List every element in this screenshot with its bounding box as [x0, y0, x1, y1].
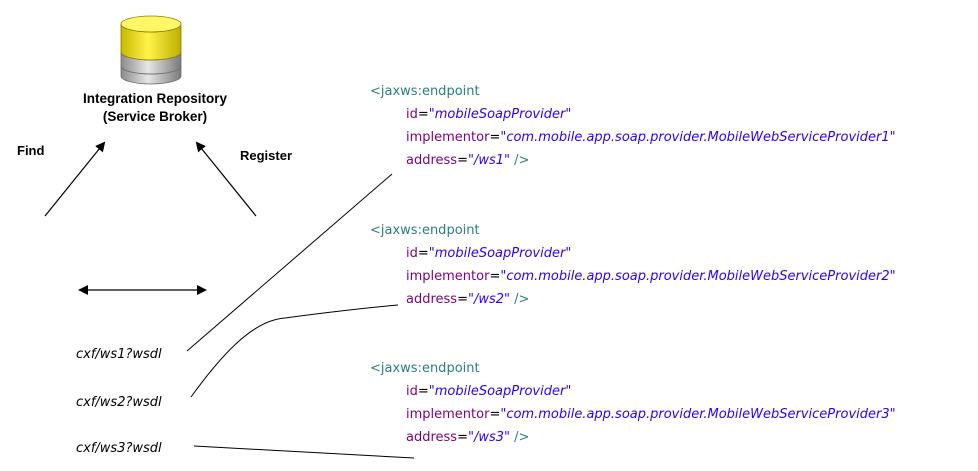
connector-ws3 [193, 445, 415, 459]
endpoint-block-2: <jaxws:endpoint id="mobileSoapProvider" … [370, 223, 896, 307]
find-arrow [44, 141, 106, 217]
endpoint-close-tag: /> [514, 430, 530, 445]
repository-title-line2: (Service Broker) [102, 109, 208, 124]
endpoint-implementor-value: "com.mobile.app.soap.provider.MobileWebS… [500, 269, 896, 284]
repository-title-line1: Integration Repository [82, 91, 227, 106]
endpoint-implementor-attr: implementor [406, 407, 490, 422]
endpoint-block-3: <jaxws:endpoint id="mobileSoapProvider" … [370, 361, 896, 445]
find-label: Find [17, 143, 45, 158]
endpoint-tag: <jaxws:endpoint [370, 84, 480, 99]
endpoint-implementor-value: "com.mobile.app.soap.provider.MobileWebS… [500, 130, 896, 145]
endpoint-address-value: "/ws3" [467, 430, 510, 445]
wsdl-link-ws1[interactable]: cxf/ws1?wsdl [76, 347, 162, 362]
connector-ws2 [190, 304, 399, 398]
wsdl-link-ws2[interactable]: cxf/ws2?wsdl [76, 395, 162, 410]
endpoint-implementor-value: "com.mobile.app.soap.provider.MobileWebS… [500, 407, 896, 422]
endpoint-implementor-attr: implementor [406, 269, 490, 284]
endpoint-address-attr: address [406, 153, 458, 168]
endpoint-block-1: <jaxws:endpoint id="mobileSoapProvider" … [370, 84, 896, 168]
endpoint-id-value: "mobileSoapProvider" [428, 246, 572, 261]
endpoint-id-attr: id [406, 384, 418, 399]
register-label: Register [240, 148, 293, 163]
endpoint-address-attr: address [406, 430, 458, 445]
endpoint-close-tag: /> [514, 153, 530, 168]
endpoint-id-attr: id [406, 107, 418, 122]
endpoint-address-attr: address [406, 292, 458, 307]
endpoint-id-attr: id [406, 246, 418, 261]
endpoint-tag: <jaxws:endpoint [370, 361, 480, 376]
wsdl-link-ws3[interactable]: cxf/ws3?wsdl [76, 441, 162, 456]
endpoint-id-value: "mobileSoapProvider" [428, 107, 572, 122]
endpoint-implementor-attr: implementor [406, 130, 490, 145]
endpoint-address-value: "/ws1" [467, 153, 510, 168]
endpoint-id-value: "mobileSoapProvider" [428, 384, 572, 399]
register-arrow [195, 141, 257, 217]
endpoint-tag: <jaxws:endpoint [370, 223, 480, 238]
database-icon [120, 15, 182, 85]
endpoint-close-tag: /> [514, 292, 530, 307]
repository-title: Integration Repository (Service Broker) [40, 90, 270, 126]
endpoint-address-value: "/ws2" [467, 292, 510, 307]
connector-ws1 [186, 173, 393, 352]
